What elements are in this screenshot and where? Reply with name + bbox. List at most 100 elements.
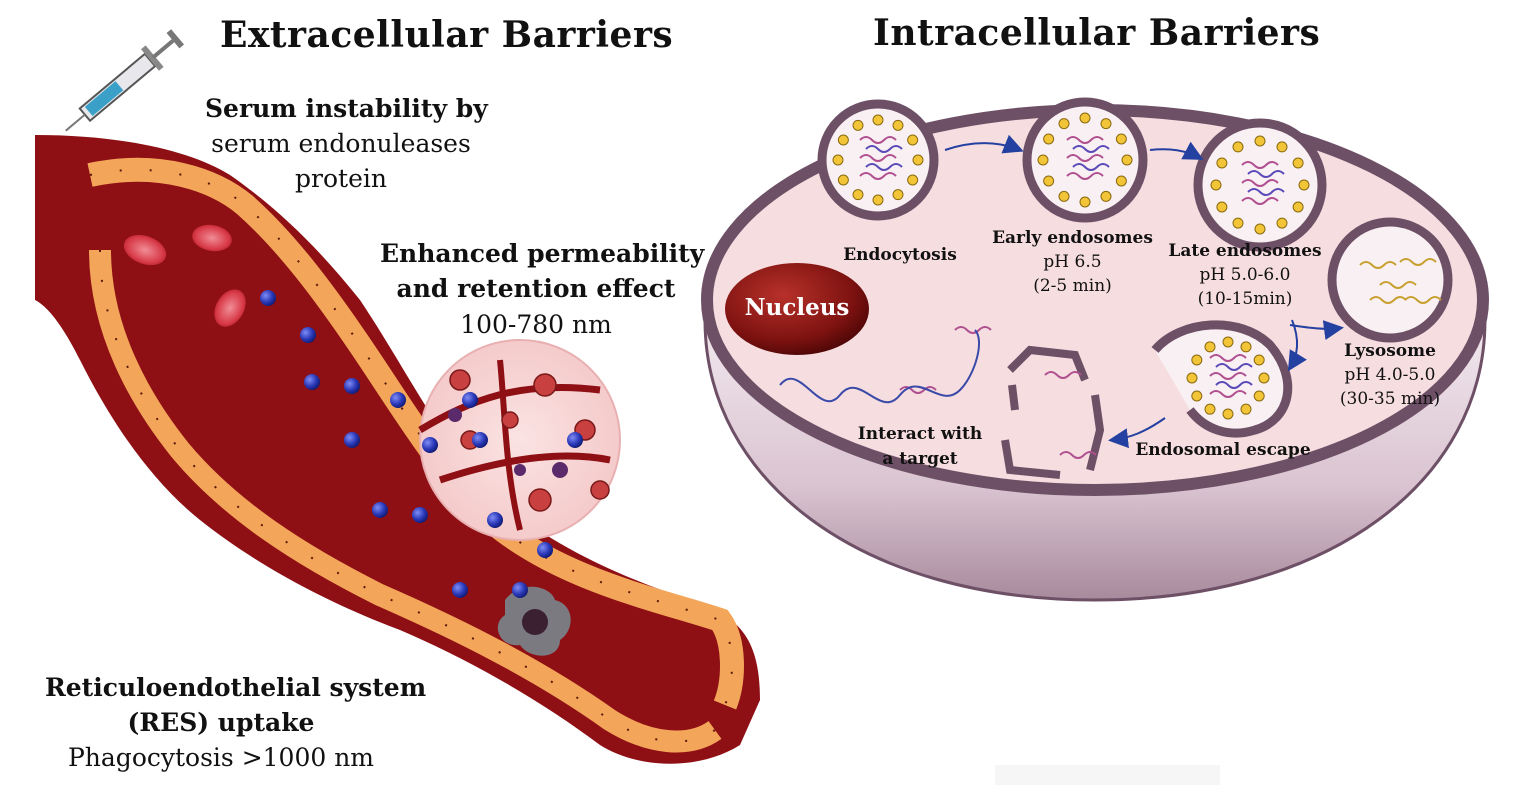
sirna-strand <box>865 145 903 153</box>
sirna-strand <box>1359 261 1397 269</box>
sirna-strand <box>1241 197 1279 205</box>
nanoparticle <box>487 512 503 528</box>
sirna-strand <box>899 386 937 394</box>
label-early-name: Early endosomes <box>992 228 1153 248</box>
cationic-charge <box>1058 190 1070 202</box>
label-endosomal-escape: Endosomal escape <box>1135 440 1311 460</box>
sirna-strand <box>1044 371 1082 379</box>
sirna-strand <box>859 172 897 180</box>
cationic-charge <box>1240 341 1252 353</box>
cationic-charge <box>1100 118 1112 130</box>
nanoparticle <box>472 432 488 448</box>
cationic-charge <box>1253 390 1265 402</box>
cationic-charge <box>837 174 849 186</box>
nanoparticle <box>260 290 276 306</box>
label-lysosome-name: Lysosome <box>1344 341 1436 361</box>
cationic-charge <box>1204 341 1216 353</box>
label-serum-heading: Serum instability by <box>205 94 488 123</box>
sirna-strand <box>1241 161 1279 169</box>
sirna-strand <box>1209 372 1247 380</box>
blood-vessel <box>35 135 760 764</box>
syringe-icon <box>65 29 185 132</box>
sirna-strand <box>1059 451 1097 459</box>
cationic-charge <box>1186 372 1198 384</box>
cationic-charge <box>1204 403 1216 415</box>
pathway-arrows <box>944 134 1344 449</box>
label-res-line1: Reticuloendothelial system <box>45 673 427 702</box>
label-epr-line2: and retention effect <box>396 274 676 303</box>
cationic-charge <box>852 189 864 201</box>
cationic-charge <box>1232 217 1244 229</box>
cationic-charge <box>907 174 919 186</box>
sirna-strand <box>1404 296 1442 304</box>
sirna-strand <box>859 136 897 144</box>
nanoparticle <box>372 502 388 518</box>
label-nucleus: Nucleus <box>744 294 850 321</box>
cationic-charge <box>852 119 864 131</box>
cationic-charge <box>1276 217 1288 229</box>
nanoparticles <box>260 290 583 598</box>
free-sirna-strand <box>779 329 980 404</box>
cationic-charge <box>1216 201 1228 213</box>
cationic-charge <box>1079 112 1091 124</box>
cationic-charge <box>872 194 884 206</box>
nucleus <box>725 263 869 355</box>
label-target-line1: Interact with <box>857 424 983 444</box>
cationic-charge <box>1240 403 1252 415</box>
sirna-strand <box>1399 258 1437 266</box>
cationic-charge <box>1115 133 1127 145</box>
sirna-strand <box>865 163 903 171</box>
arrow-escape-to-target <box>1108 417 1166 449</box>
label-endocytosis: Endocytosis <box>843 245 957 265</box>
label-early-time: (2-5 min) <box>1033 276 1112 296</box>
sirna-strand <box>954 326 992 334</box>
label-late-name: Late endosomes <box>1168 241 1322 261</box>
label-serum-line2: protein <box>295 164 387 193</box>
red-blood-cell <box>214 289 246 327</box>
cationic-charge <box>1058 118 1070 130</box>
sirna-strand <box>1072 163 1110 171</box>
cationic-charge <box>837 134 849 146</box>
title-intracellular: Intracellular Barriers <box>873 12 1321 54</box>
cationic-charge <box>907 134 919 146</box>
cationic-charge <box>1222 408 1234 420</box>
arrow-early-to-late <box>1149 141 1204 160</box>
cationic-charge <box>1043 175 1055 187</box>
cationic-charge <box>1191 390 1203 402</box>
cationic-charge <box>872 114 884 126</box>
sirna-strand <box>1066 136 1104 144</box>
cationic-charge <box>1254 223 1266 235</box>
nanoparticle <box>512 582 528 598</box>
arrow-endocytosis-to-early <box>944 134 1024 154</box>
sirna-strand <box>1369 296 1407 304</box>
label-epr-line1: Enhanced permeability <box>380 239 705 268</box>
sirna-strand <box>1247 170 1285 178</box>
endosome-escape <box>1151 320 1293 438</box>
vessel-lumen <box>115 201 706 708</box>
nanoparticle <box>537 542 553 558</box>
sirna-cargo <box>832 112 1442 459</box>
cationic-charge <box>1222 336 1234 348</box>
label-serum-line1: serum endonuleases <box>211 129 471 158</box>
ruptured-endosome <box>1001 345 1105 479</box>
cationic-charge <box>1292 157 1304 169</box>
nanoparticle <box>304 374 320 390</box>
label-lysosome-ph: pH 4.0-5.0 <box>1344 365 1436 385</box>
sirna-strand <box>1379 281 1417 289</box>
label-late-ph: pH 5.0-6.0 <box>1199 265 1291 285</box>
cationic-charge <box>1232 141 1244 153</box>
nanoparticle <box>344 378 360 394</box>
cationic-charge <box>1079 196 1091 208</box>
sirna-strand <box>1241 179 1279 187</box>
sirna-strand <box>1215 381 1253 389</box>
sirna-strand <box>1209 390 1247 398</box>
cationic-charge <box>1216 157 1228 169</box>
label-lysosome-time: (30-35 min) <box>1339 389 1441 409</box>
sirna-strand <box>1066 172 1104 180</box>
nanoparticle <box>390 392 406 408</box>
cationic-charge <box>1100 190 1112 202</box>
nanoparticle <box>567 432 583 448</box>
nanoparticle <box>452 582 468 598</box>
cationic-charge <box>1210 179 1222 191</box>
